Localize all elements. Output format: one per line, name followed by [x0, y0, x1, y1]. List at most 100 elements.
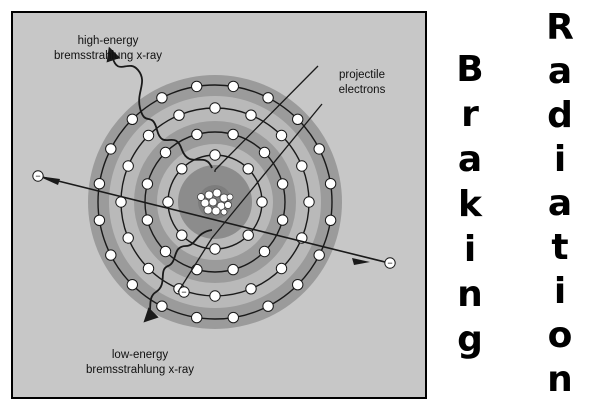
electron-shell-2: −: [276, 0, 289, 190]
low-energy-label-line2: bremsstrahlung x-ray: [86, 364, 194, 376]
svg-text:−: −: [130, 0, 135, 2]
high-energy-xray-wave: [106, 46, 213, 169]
track-arrowhead-left: [38, 176, 60, 185]
svg-text:−: −: [146, 0, 151, 2]
electron-incoming: −: [384, 257, 396, 269]
electron-shell-3: −: [245, 0, 257, 295]
high-energy-label-line1: high-energy: [78, 35, 139, 47]
svg-text:−: −: [231, 0, 236, 2]
svg-text:−: −: [145, 0, 150, 2]
electron-shell-4: −: [227, 0, 240, 93]
svg-text:−: −: [265, 0, 270, 2]
incident-electrons: −−−: [32, 170, 396, 298]
electron-shell-4: −: [93, 0, 106, 227]
projectile-tracks: [37, 65, 386, 293]
electron-shell-3: −: [142, 0, 155, 275]
svg-text:−: −: [246, 0, 251, 2]
electron-shell-3: −: [209, 0, 221, 302]
electron-shell-4: −: [156, 0, 168, 312]
electron-shell-4: −: [93, 0, 106, 190]
title-letter: o: [547, 315, 573, 356]
track-arrowhead-right: [352, 258, 370, 265]
svg-text:−: −: [126, 0, 131, 2]
electron-shell-3: −: [275, 0, 288, 142]
electron-shell-2: −: [141, 0, 154, 190]
electron-shell-4: −: [262, 0, 274, 104]
title-letter: n: [547, 359, 573, 400]
svg-text:−: −: [179, 0, 184, 2]
title-letter: k: [458, 184, 482, 225]
deflected-electron-track: [37, 175, 386, 263]
svg-text:−: −: [231, 0, 236, 2]
title-letter: a: [547, 51, 573, 92]
svg-text:−: −: [212, 0, 217, 2]
svg-text:−: −: [262, 0, 267, 2]
electron-shell-2: −: [141, 0, 154, 226]
svg-text:−: −: [317, 0, 322, 2]
electron-shell-3: −: [296, 0, 308, 172]
electron-shell-1: −: [162, 0, 174, 208]
high-energy-label-line2: bremsstrahlung x-ray: [54, 50, 162, 62]
electron-shell-4: −: [227, 0, 240, 324]
svg-text:−: −: [159, 0, 164, 2]
svg-text:−: −: [194, 0, 199, 2]
svg-text:−: −: [328, 0, 333, 2]
svg-text:−: −: [97, 0, 102, 2]
projectile-track-2: [211, 103, 323, 239]
svg-text:−: −: [176, 0, 181, 2]
electron-shell-1: −: [242, 0, 254, 175]
svg-text:−: −: [265, 0, 270, 2]
svg-text:−: −: [97, 0, 102, 2]
svg-text:−: −: [194, 0, 199, 2]
svg-text:−: −: [306, 0, 311, 2]
svg-text:−: −: [108, 0, 113, 2]
electron-interacting: −: [178, 286, 190, 298]
svg-text:−: −: [387, 258, 392, 268]
title-letter: i: [553, 139, 567, 180]
svg-text:−: −: [328, 0, 333, 2]
title-letter: g: [457, 319, 483, 360]
electron-shell-3: −: [122, 0, 134, 244]
title-letter: B: [456, 49, 484, 90]
projectile-track-1: [214, 65, 319, 171]
bremsstrahlung-diagram: −−−−−−−−−−−−−−−−−−−−−−−−−−−−−−−−−−−−−−−−…: [11, 0, 427, 399]
svg-text:−: −: [280, 0, 285, 2]
svg-text:−: −: [279, 0, 284, 2]
orbit-4: [97, 84, 333, 320]
electron-shell-3: −: [209, 0, 221, 114]
svg-text:−: −: [248, 0, 253, 2]
electron-shell-1: −: [176, 0, 188, 175]
svg-text:−: −: [295, 0, 300, 2]
svg-text:−: −: [299, 0, 304, 2]
title-letter: d: [547, 95, 573, 136]
svg-text:−: −: [163, 0, 168, 2]
svg-text:−: −: [145, 0, 150, 2]
title-letter: R: [546, 7, 574, 48]
electron-shell-3: −: [122, 0, 134, 172]
svg-text:−: −: [259, 0, 264, 2]
svg-text:−: −: [194, 0, 199, 2]
electron-shell-2: −: [227, 0, 239, 276]
svg-text:−: −: [212, 0, 217, 2]
svg-text:−: −: [317, 0, 322, 2]
svg-text:−: −: [159, 0, 164, 2]
svg-text:−: −: [212, 0, 217, 2]
title-letter: i: [553, 271, 567, 312]
low-energy-label-line1: low-energy: [112, 349, 168, 361]
title-letter: i: [463, 229, 477, 270]
svg-text:−: −: [246, 0, 251, 2]
electron-shell-1: −: [242, 0, 254, 241]
projectile-label-line2: electrons: [339, 84, 386, 96]
electron-shell-4: −: [156, 0, 168, 104]
electron-shell-4: −: [126, 0, 139, 291]
svg-text:−: −: [280, 0, 285, 2]
svg-text:−: −: [163, 0, 168, 2]
electron-shell-3: −: [173, 0, 185, 121]
electron-shell-4: −: [313, 0, 325, 155]
electron-shell-1: −: [176, 0, 188, 241]
title-letter: n: [457, 274, 483, 315]
electron-shell-4: −: [105, 0, 117, 155]
title-letter: a: [457, 139, 483, 180]
electron-shell-4: −: [292, 0, 304, 126]
